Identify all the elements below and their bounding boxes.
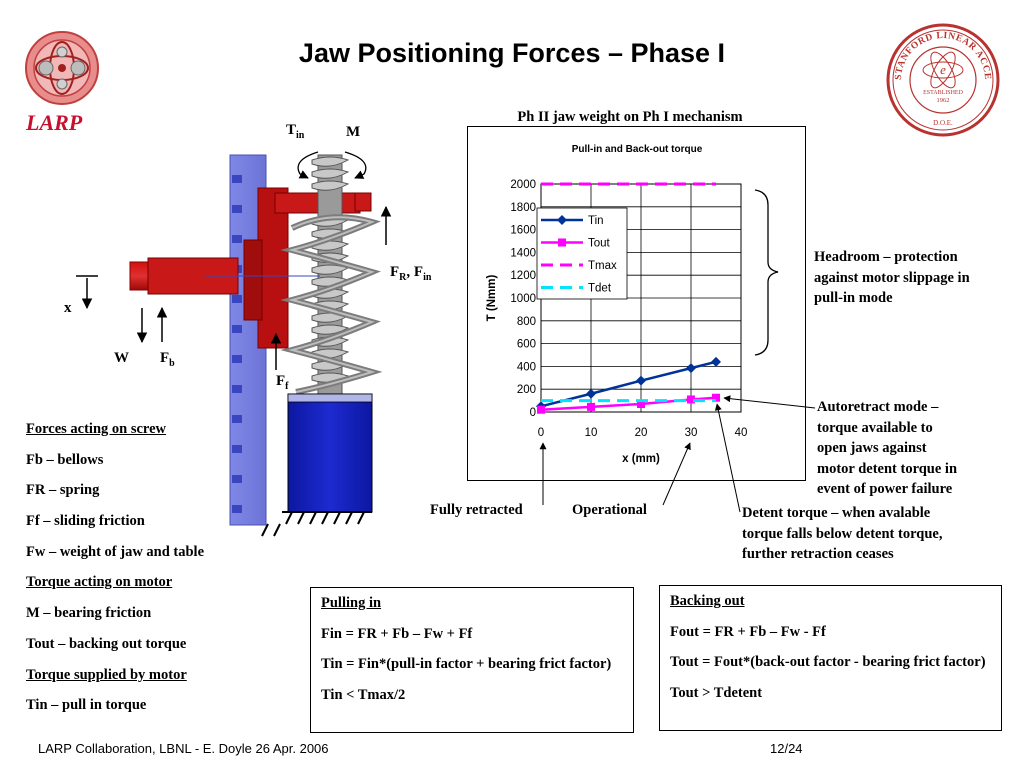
y-tick-label: 800 <box>517 316 536 328</box>
detent-arrow <box>714 403 741 513</box>
y-tick-label: 1000 <box>510 293 536 305</box>
autoretract-arrow <box>723 395 816 409</box>
pulling-in-heading: Pulling in <box>321 595 382 611</box>
legend-box <box>536 207 628 300</box>
pulling-in-box: Pulling in Fin = FR + Fb – Fw + Ff Tin =… <box>310 587 634 733</box>
point-tin <box>686 363 696 374</box>
pulling-in-line1: Fin = FR + Fb – Fw + Ff <box>321 625 473 642</box>
wall-ground-hatch <box>261 523 281 537</box>
list-heading: Torque acting on motor <box>26 574 173 591</box>
legend-marker <box>557 215 567 225</box>
tin-label: Tin <box>286 122 305 141</box>
backing-out-box: Backing out Fout = FR + Fb – Fw - Ff Tou… <box>659 585 1002 731</box>
point-tout <box>637 400 645 409</box>
larp-logo <box>25 31 99 105</box>
x-label: x <box>64 300 72 316</box>
y-tick-label: 200 <box>517 384 536 396</box>
svg-text:e: e <box>940 62 946 77</box>
point-tin <box>711 356 721 367</box>
legend-label-tmax: Tmax <box>588 260 617 272</box>
motor <box>287 393 373 513</box>
legend-label-tdet: Tdet <box>588 283 612 295</box>
y-tick-label: 1400 <box>510 247 536 259</box>
jaw-bracket <box>257 187 289 349</box>
operational-note: Operational <box>572 502 647 518</box>
y-axis-label: T (Nmm) <box>486 275 498 322</box>
list-heading: Forces acting on screw <box>26 421 167 437</box>
fb-label: Fb <box>160 350 175 369</box>
ff-label: Ff <box>276 373 289 392</box>
y-tick-label: 2000 <box>510 179 536 191</box>
x-tick-label: 0 <box>538 427 544 439</box>
point-tout <box>587 402 595 411</box>
m-label: M <box>346 124 361 140</box>
x-tick-label: 40 <box>735 427 748 439</box>
m-rotation-arrow <box>344 151 367 179</box>
chart-header: Ph II jaw weight on Ph I mechanism <box>517 109 743 125</box>
seal-established: ESTABLISHED <box>923 90 964 96</box>
legend-label-tin: Tin <box>588 215 604 227</box>
chart-title: Pull-in and Back-out torque <box>572 144 703 155</box>
list-item: FR – spring <box>26 482 100 499</box>
y-tick-label: 1600 <box>510 225 536 237</box>
detent-note: Detent torque – when avalable torque fal… <box>742 505 943 562</box>
list-item: Tout – backing out torque <box>26 635 187 652</box>
slide-title: Jaw Positioning Forces – Phase I <box>298 38 726 68</box>
headroom-note: Headroom – protection against motor slip… <box>814 249 970 306</box>
list-item: Fw – weight of jaw and table <box>26 543 205 560</box>
point-tout <box>687 395 695 404</box>
list-item: Tin – pull in torque <box>26 697 147 714</box>
y-tick-label: 1200 <box>510 270 536 282</box>
list-item: Ff – sliding friction <box>26 513 145 530</box>
fully-retracted-note: Fully retracted <box>430 502 523 518</box>
legend-marker <box>558 238 566 247</box>
x-tick-label: 30 <box>685 427 698 439</box>
pulling-in-line3: Tin < Tmax/2 <box>321 686 406 703</box>
point-tin <box>586 388 596 399</box>
pulling-in-line2: Tin = Fin*(pull-in factor + bearing fric… <box>321 656 612 672</box>
y-tick-label: 1800 <box>510 202 536 214</box>
w-label: W <box>114 350 129 366</box>
backing-out-line1: Fout = FR + Fb – Fw - Ff <box>670 623 826 640</box>
point-tout <box>537 405 545 414</box>
footer-credit: LARP Collaboration, LBNL - E. Doyle 26 A… <box>38 741 329 756</box>
x-tick-label: 10 <box>585 427 598 439</box>
larp-logo-text: LARP <box>26 110 83 135</box>
forces-torques-list: Forces acting on screw Fb – bellows FR – s… <box>26 420 276 727</box>
fr-fin-label: FR, Fin <box>390 264 432 283</box>
y-tick-label: 400 <box>517 361 536 373</box>
operational-arrow <box>662 442 691 506</box>
autoretract-note: Autoretract mode – torque available to o… <box>817 399 958 497</box>
point-tin <box>636 375 646 386</box>
motor-ground-hatch <box>285 511 365 525</box>
point-tout <box>712 393 720 402</box>
seal-year: 1962 <box>937 97 950 104</box>
legend-label-tout: Tout <box>588 238 611 250</box>
y-tick-label: 0 <box>530 407 536 419</box>
backing-out-heading: Backing out <box>670 593 745 609</box>
backing-out-line3: Tout > Tdetent <box>670 684 763 701</box>
list-item: Fb – bellows <box>26 451 104 468</box>
list-item: M – bearing friction <box>26 605 152 622</box>
seal-doe: D.O.E. <box>933 119 953 127</box>
list-heading: Torque supplied by motor <box>26 666 187 683</box>
tin-rotation-arrow <box>297 151 319 179</box>
headroom-brace <box>754 189 779 356</box>
page-number: 12/24 <box>770 741 803 756</box>
slac-seal: STANFORD LINEAR ACCELERATOR CENTER e EST… <box>885 22 1000 137</box>
x-axis-label: x (mm) <box>622 453 660 465</box>
backing-out-line2: Tout = Fout*(back-out factor - bearing f… <box>670 654 986 670</box>
x-tick-label: 20 <box>635 427 648 439</box>
y-tick-label: 600 <box>517 339 536 351</box>
